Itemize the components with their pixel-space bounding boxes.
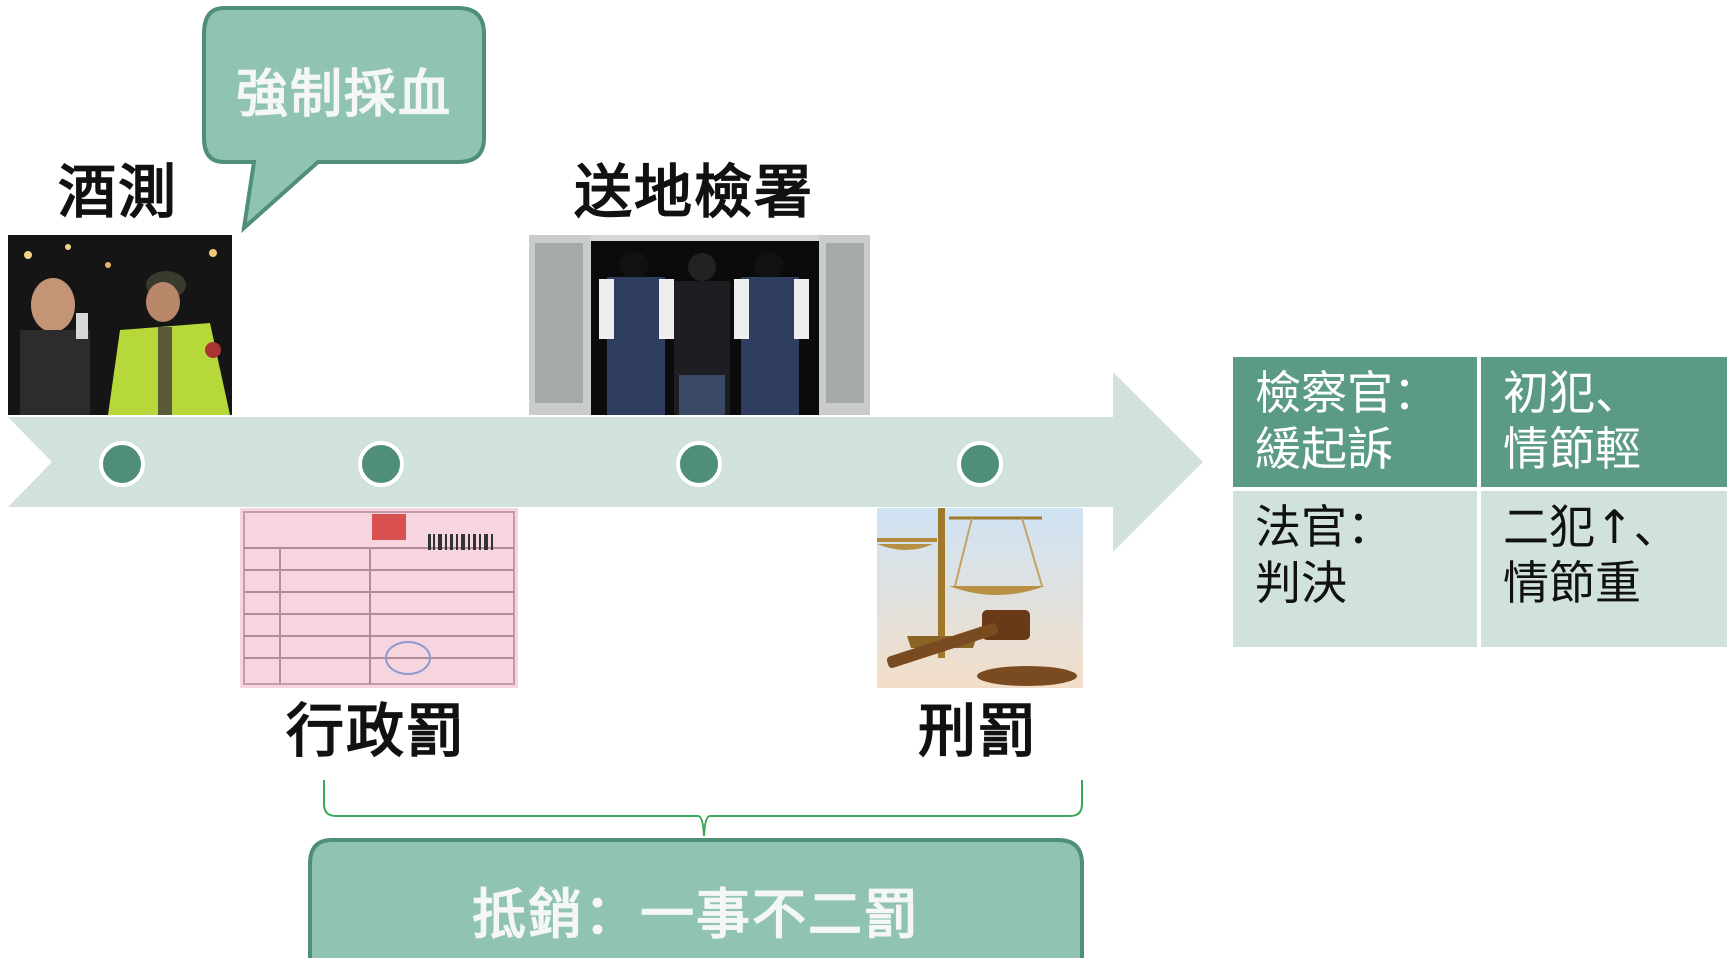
timeline-node-2 [358, 441, 404, 487]
timeline-node-1 [99, 441, 145, 487]
timeline-node-3 [676, 441, 722, 487]
bracket [323, 780, 1083, 837]
label-administrative-penalty: 行政罰 [286, 697, 467, 765]
table-cell-repeat-offense: 二犯↑、 情節重 [1481, 491, 1727, 647]
ticket-photo [240, 508, 518, 688]
timeline-arrow [8, 372, 1203, 552]
speech-bubble [202, 6, 486, 234]
label-breath-test: 酒測 [58, 158, 179, 226]
outcomes-table: 檢察官： 緩起訴 初犯、 情節輕 法官： 判決 二犯↑、 情節重 [1233, 357, 1727, 647]
table-cell-prosecutor: 檢察官： 緩起訴 [1233, 357, 1477, 487]
callout-text: 強制採血 [235, 65, 452, 125]
gavel-scales-photo [877, 508, 1083, 688]
breath-test-photo [8, 235, 232, 415]
table-cell-first-offense: 初犯、 情節輕 [1481, 357, 1727, 487]
label-prosecutor-office: 送地檢署 [574, 158, 815, 226]
timeline-node-4 [957, 441, 1003, 487]
conclusion-text: 抵銷：一事不二罰 [472, 883, 920, 946]
conclusion-box [308, 838, 1084, 958]
escort-photo [529, 235, 870, 415]
label-criminal-penalty: 刑罰 [918, 697, 1039, 765]
table-cell-judge: 法官： 判決 [1233, 491, 1477, 647]
